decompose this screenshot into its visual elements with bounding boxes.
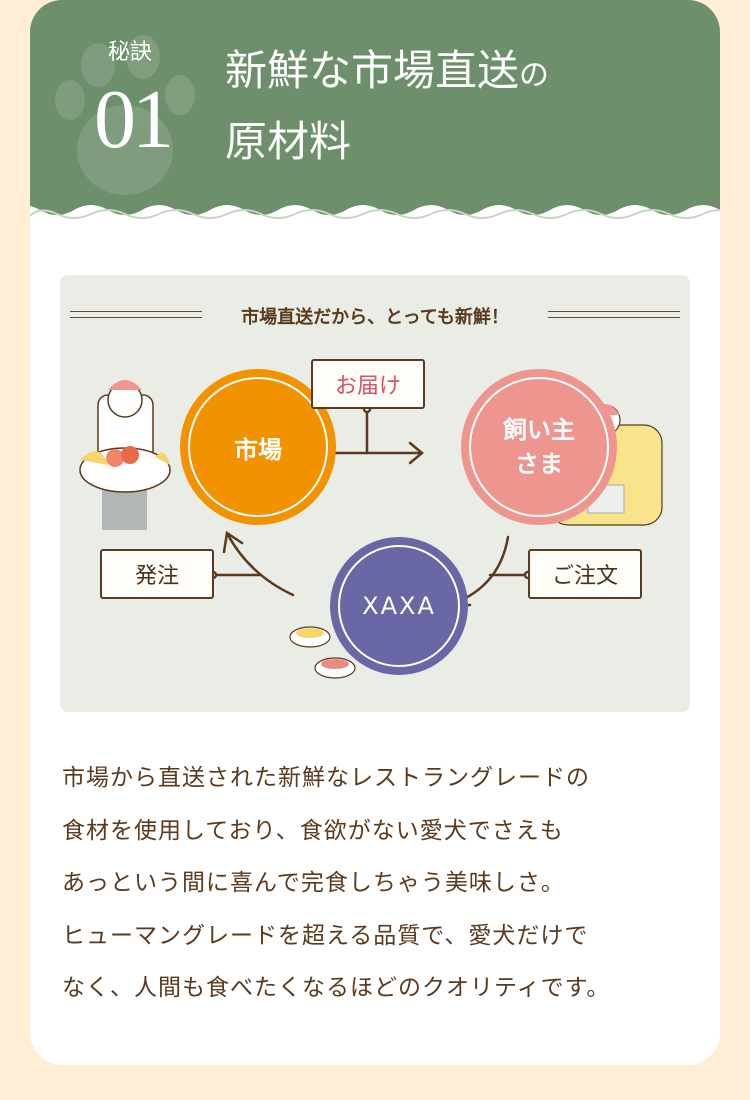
divider — [548, 311, 680, 318]
secret-label: 秘訣 — [108, 40, 153, 65]
feature-card: 秘訣 01 新鮮な市場直送の 原材料 市場直送だから、とっても新鮮！ — [30, 0, 720, 1065]
header-background — [30, 0, 720, 219]
label-delivery: お届け — [311, 359, 425, 409]
node-brand: XAXA — [330, 537, 468, 675]
node-owner: 飼い主さま — [461, 369, 617, 525]
arrow-purchase — [226, 533, 295, 597]
section-header: 秘訣 01 新鮮な市場直送の 原材料 — [30, 0, 720, 225]
diagram-tagline: 市場直送だから、とっても新鮮！ — [60, 303, 690, 329]
label-order: ご注文 — [528, 549, 642, 599]
secret-number: 01 — [94, 73, 174, 166]
paw-icon — [55, 35, 195, 195]
divider — [70, 311, 202, 318]
farmer-illustration — [79, 380, 171, 530]
flow-diagram: 市場直送だから、とっても新鮮！ — [60, 275, 690, 712]
page-title: 新鮮な市場直送の 原材料 — [225, 46, 550, 166]
node-market: 市場 — [180, 369, 336, 525]
description: 市場から直送された新鮮なレストラングレードの 食材を使用しており、食欲がない愛犬… — [62, 765, 611, 1001]
food-bowls-illustration — [289, 626, 356, 679]
label-purchase: 発注 — [100, 549, 214, 599]
